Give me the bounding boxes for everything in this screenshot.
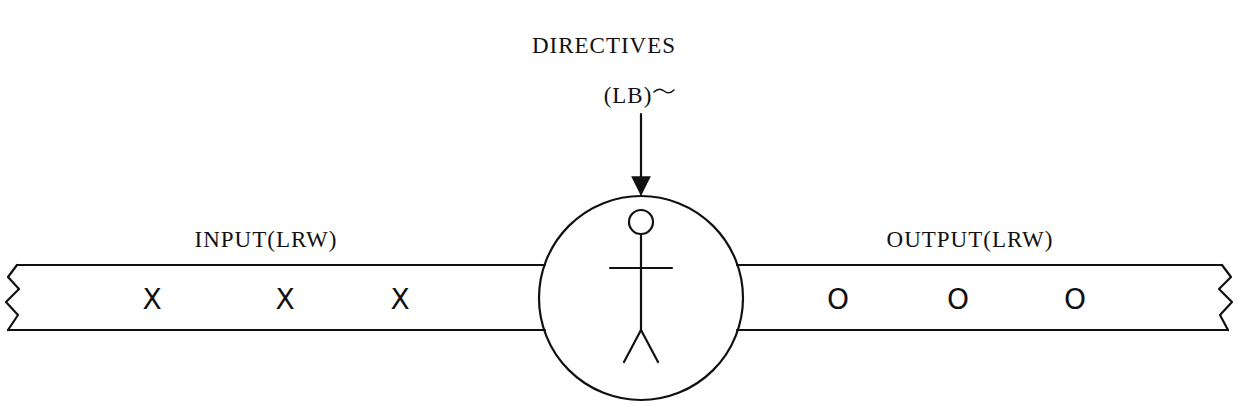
tape-symbol: O (947, 285, 969, 316)
tape-symbol: O (827, 285, 849, 316)
language-label: (LB) (604, 83, 653, 108)
output-tape (737, 265, 1232, 330)
stick-figure (610, 210, 672, 362)
input-tape (6, 265, 545, 330)
tape-symbol: X (390, 285, 409, 316)
output-label: OUTPUT(LRW) (887, 227, 1054, 252)
tape-symbol: O (1064, 285, 1086, 316)
tape-symbol: X (142, 285, 161, 316)
machine-circle (539, 196, 743, 400)
directive-arrow (640, 114, 642, 194)
directives-label: DIRECTIVES (532, 33, 676, 58)
input-label: INPUT(LRW) (195, 227, 338, 252)
stray-mark (654, 89, 674, 93)
tape-symbol: X (275, 285, 294, 316)
